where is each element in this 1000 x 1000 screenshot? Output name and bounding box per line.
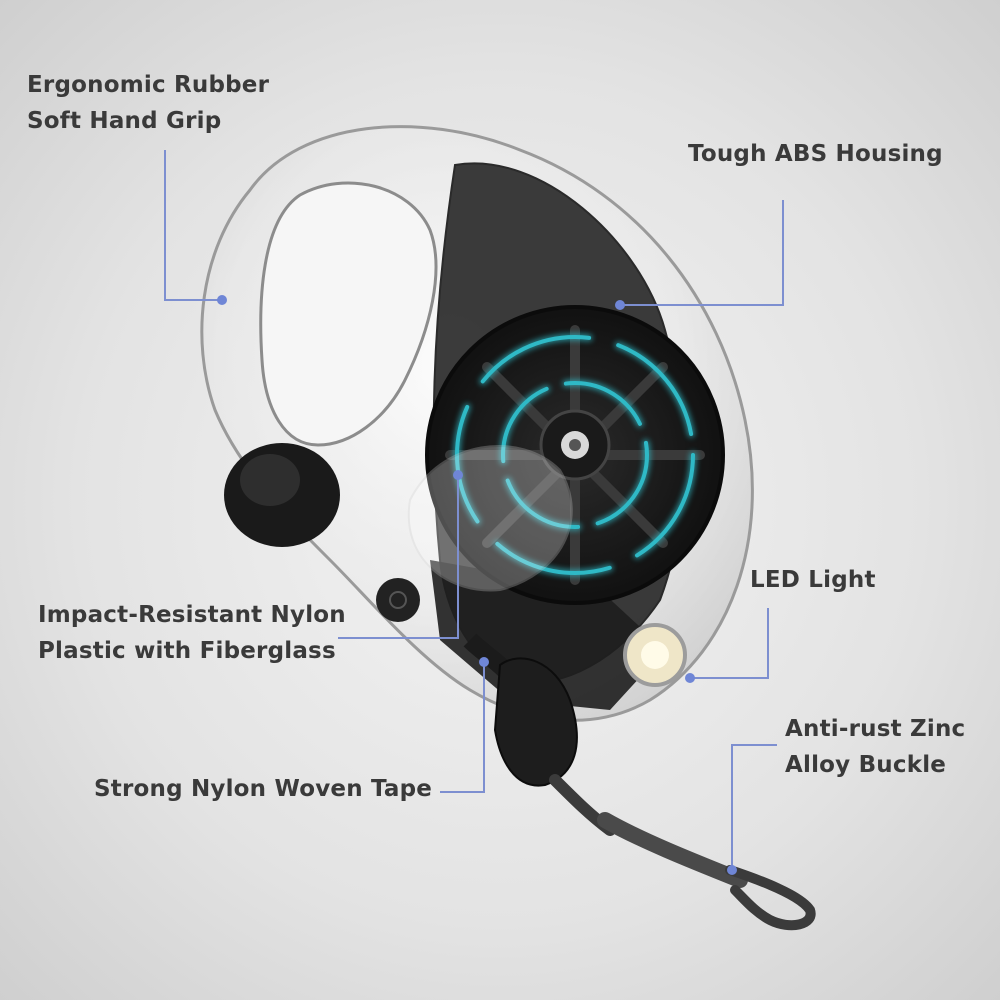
callout-grip-line-2: Soft Hand Grip bbox=[27, 108, 222, 134]
tape-tab bbox=[493, 657, 578, 787]
callout-nylon: Impact-Resistant Nylon Plastic with Fibe… bbox=[38, 597, 346, 669]
callout-buckle: Anti-rust Zinc Alloy Buckle bbox=[785, 711, 965, 783]
callout-grip: Ergonomic Rubber Soft Hand Grip bbox=[27, 67, 269, 139]
callout-tape-line-1: Strong Nylon Woven Tape bbox=[94, 776, 433, 802]
metal-buckle bbox=[549, 774, 816, 931]
callout-grip-line-1: Ergonomic Rubber bbox=[27, 72, 270, 98]
callout-led: LED Light bbox=[750, 562, 876, 598]
callout-housing-line-1: Tough ABS Housing bbox=[688, 141, 943, 167]
callout-tape: Strong Nylon Woven Tape bbox=[94, 771, 432, 807]
callout-led-line-1: LED Light bbox=[750, 567, 876, 593]
callout-buckle-line-2: Alloy Buckle bbox=[785, 752, 947, 778]
callout-housing: Tough ABS Housing bbox=[688, 136, 943, 172]
power-button bbox=[376, 578, 420, 622]
grip-hole bbox=[259, 181, 438, 447]
callout-buckle-line-1: Anti-rust Zinc bbox=[785, 716, 966, 742]
glow-rings bbox=[453, 333, 697, 577]
callout-nylon-line-1: Impact-Resistant Nylon bbox=[38, 602, 346, 628]
callout-nylon-line-2: Plastic with Fiberglass bbox=[38, 638, 336, 664]
